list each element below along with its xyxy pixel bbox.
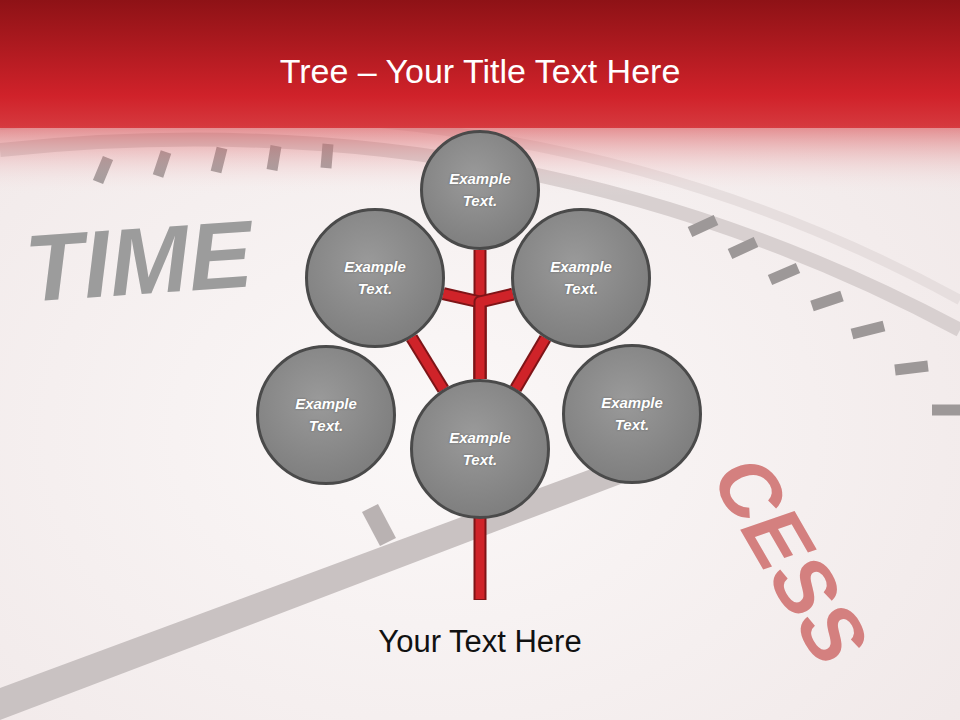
tree-circle: Example Text. xyxy=(420,130,540,250)
circle-shape xyxy=(511,208,651,348)
circle-text: Example Text. xyxy=(440,168,521,213)
circle-text: Example Text. xyxy=(534,256,629,301)
circle-shape xyxy=(256,345,396,485)
tree-trunk xyxy=(476,515,485,599)
circle-shape xyxy=(410,379,550,519)
circle-text: Example Text. xyxy=(585,392,680,437)
tree-branch xyxy=(480,294,513,379)
clock-mark xyxy=(362,504,396,546)
circle-shape xyxy=(420,130,540,250)
circle-shape xyxy=(562,344,702,484)
tree-circle: Example Text. xyxy=(305,208,445,348)
circle-text: Example Text. xyxy=(279,393,374,438)
tree-circle: Example Text. xyxy=(256,345,396,485)
circle-text: Example Text. xyxy=(433,427,528,472)
tree-branch xyxy=(516,338,546,388)
tree-circle: Example Text. xyxy=(410,379,550,519)
circle-shape xyxy=(305,208,445,348)
tree-trunk xyxy=(474,515,487,600)
circle-text: Example Text. xyxy=(328,256,423,301)
clock-hand xyxy=(0,462,626,720)
header-bar xyxy=(0,0,960,128)
tree-circle: Example Text. xyxy=(511,208,651,348)
tree-branch xyxy=(412,338,444,390)
background-word: TIME xyxy=(22,206,255,317)
slide-title: Tree – Your Title Text Here xyxy=(0,52,960,91)
slide-caption: Your Text Here xyxy=(0,624,960,660)
tree-circle: Example Text. xyxy=(562,344,702,484)
